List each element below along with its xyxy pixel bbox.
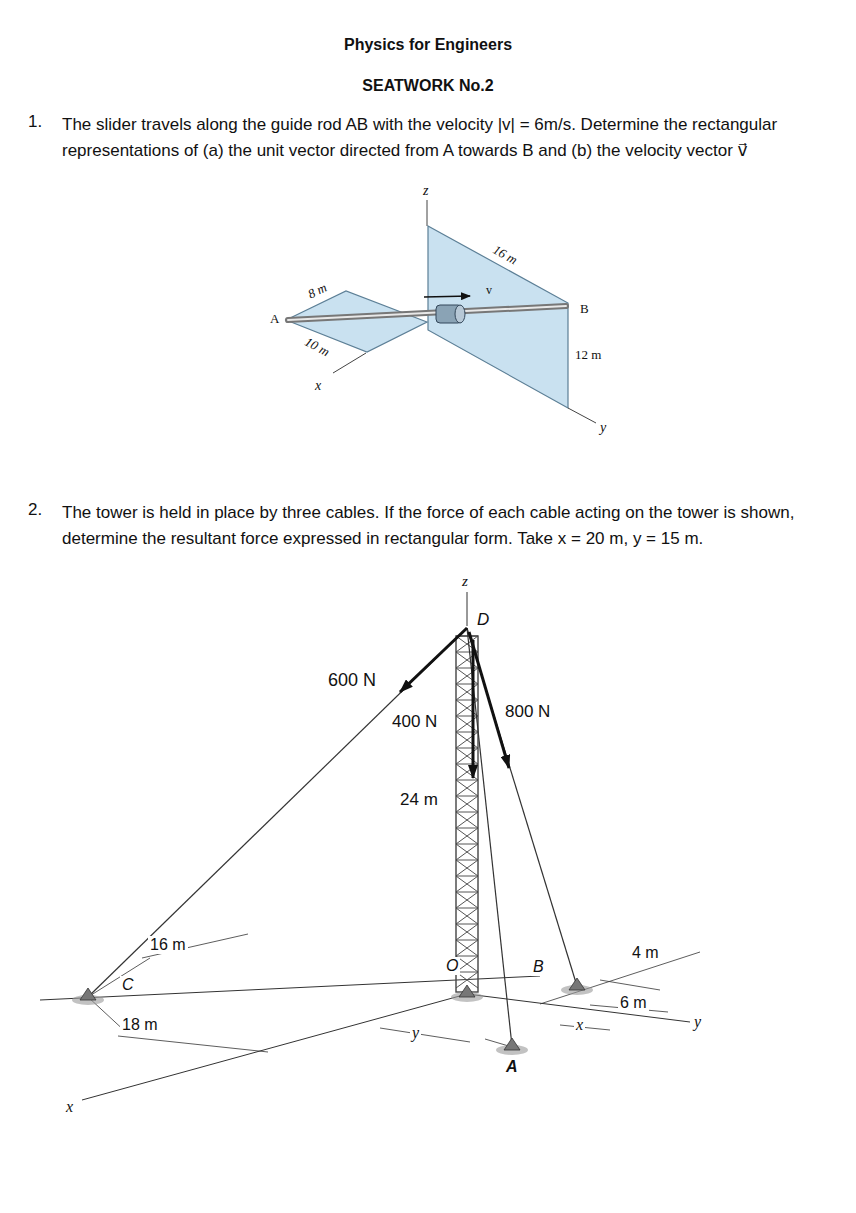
dimension-label: y — [410, 1024, 421, 1042]
cable — [467, 628, 577, 986]
anchor — [72, 988, 104, 1005]
dimension-label: 16 m — [148, 936, 188, 954]
dimension-label: x — [574, 1016, 585, 1034]
anchor — [496, 1038, 528, 1055]
extension-line — [88, 958, 150, 997]
velocity-arrow — [424, 296, 470, 297]
point-label: B — [531, 958, 546, 976]
dimension-label: 10 m — [300, 334, 333, 361]
point-label: A — [506, 1058, 518, 1076]
anchor — [80, 988, 96, 1000]
dimension-line — [600, 980, 660, 990]
axis-label: x — [315, 378, 321, 394]
force-label: 600 N — [328, 670, 376, 691]
force-label: 400 N — [392, 712, 437, 732]
force-arrow — [469, 632, 509, 768]
point-label: A — [270, 312, 279, 327]
point-label: O — [444, 957, 460, 975]
force-arrow — [472, 640, 475, 778]
x-axis — [82, 994, 467, 1100]
z-axis — [467, 592, 468, 626]
dimension-label: 4 m — [630, 944, 661, 962]
velocity-label: v — [484, 284, 494, 298]
anchor — [504, 1038, 520, 1050]
axis-label: z — [423, 183, 428, 199]
dimension-label: 6 m — [618, 994, 649, 1012]
dimension-line — [118, 1036, 268, 1052]
force-label: 800 N — [505, 702, 550, 722]
problem-text: The slider travels along the guide rod A… — [62, 112, 837, 165]
dimension-label: 8 m — [304, 280, 331, 303]
z-axis — [427, 200, 428, 226]
cable — [88, 628, 467, 997]
y-axis — [568, 408, 596, 423]
page-title: Physics for Engineers — [0, 33, 856, 58]
slider — [455, 305, 465, 323]
problem-text: The tower is held in place by three cabl… — [62, 500, 837, 553]
point-label: B — [580, 302, 589, 317]
vertical-plane — [428, 226, 568, 408]
axis-label: y — [600, 420, 606, 436]
dimension-line — [142, 934, 248, 958]
tower-lattice — [456, 636, 478, 988]
tower — [456, 636, 478, 992]
dimension-label: 16 m — [488, 242, 521, 269]
guide-rod — [288, 306, 566, 320]
cable — [467, 628, 512, 1046]
axis-label: z — [462, 573, 468, 590]
anchor — [569, 978, 585, 990]
problem-number: 1. — [28, 112, 42, 132]
subtitle: SEATWORK No.2 — [0, 74, 856, 99]
slider-figure — [286, 200, 596, 423]
problem-number: 2. — [28, 500, 42, 520]
force-arrow — [400, 628, 467, 692]
axis-label: y — [694, 1013, 701, 1031]
dimension-label: 18 m — [120, 1016, 160, 1034]
anchor — [561, 978, 593, 995]
point-label: C — [120, 976, 136, 994]
anchor — [451, 985, 483, 1002]
dimension-label: 24 m — [400, 790, 438, 810]
dimension-line — [380, 1028, 470, 1042]
point-label: D — [477, 610, 489, 630]
axis-label: x — [66, 1098, 73, 1116]
x-axis — [333, 353, 366, 373]
guide-rod — [288, 306, 566, 320]
tower-figure — [40, 592, 700, 1100]
dimension-label: 12 m — [575, 348, 601, 363]
anchor — [459, 985, 475, 997]
